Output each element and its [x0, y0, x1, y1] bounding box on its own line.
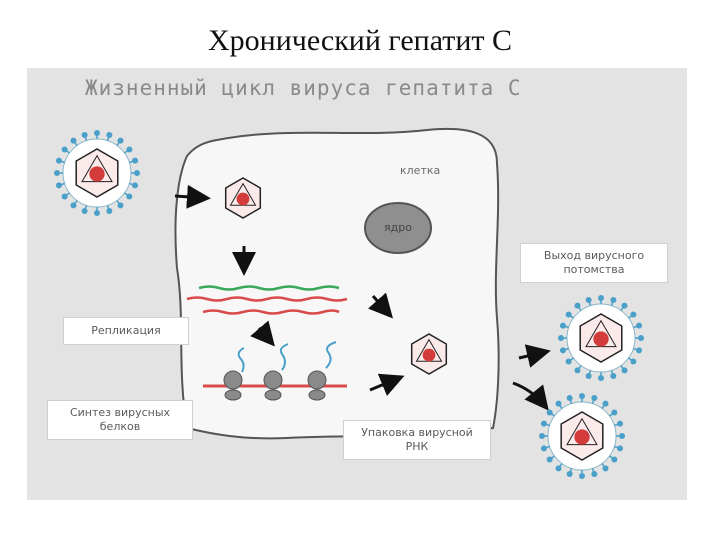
- virion-outside: [54, 130, 140, 216]
- ribosome-2: [263, 370, 283, 401]
- label-replication: Репликация: [63, 317, 189, 345]
- translation-arrow: [250, 320, 275, 347]
- slide-title: Хронический гепатит С: [207, 24, 513, 57]
- label-synthesis: Синтез вирусных белков: [47, 400, 193, 440]
- to-packaging-arrow: [368, 292, 393, 319]
- ribosome-1: [223, 370, 243, 401]
- ribosome-3: [307, 370, 327, 401]
- assembly-arrow: [369, 373, 405, 396]
- rna-strand-red-1: [186, 296, 348, 302]
- protein-chain-3: [325, 341, 337, 369]
- virion-exit-1: [558, 295, 644, 381]
- rna-strand-green: [198, 285, 340, 291]
- figure-title: Жизненный цикл вируса гепатита С: [85, 76, 522, 100]
- cell-membrane: [174, 127, 500, 440]
- rna-strand-red-2: [202, 309, 340, 315]
- exit-arrow-1: [518, 344, 551, 368]
- virion-exit-2: [539, 393, 625, 479]
- nucleus: [364, 202, 432, 254]
- protein-chain-2: [279, 343, 289, 371]
- entry-arrow: [174, 184, 211, 209]
- label-packaging: Упаковка вирусной РНК: [343, 420, 491, 460]
- lifecycle-diagram: [54, 127, 644, 479]
- cell-label: клетка: [400, 164, 441, 177]
- protein-chain-1: [237, 347, 245, 373]
- lifecycle-figure: Жизненный цикл вируса гепатита С клетка …: [27, 68, 687, 500]
- exit-arrow-2: [512, 381, 549, 411]
- label-exit: Выход вирусного потомства: [520, 243, 668, 283]
- virion-assembled: [410, 333, 448, 375]
- virion-entering: [224, 177, 262, 219]
- nucleus-label: ядро: [384, 221, 412, 234]
